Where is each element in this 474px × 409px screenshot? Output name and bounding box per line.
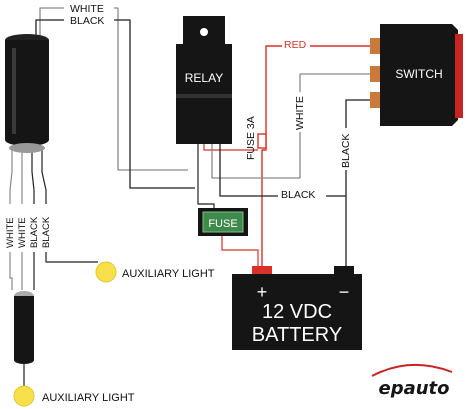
white-top-label: WHITE (70, 3, 104, 15)
fuse-box-label: FUSE (208, 218, 237, 230)
fuse-box (198, 208, 248, 236)
harness-white-2-label: WHITE (17, 217, 28, 248)
logo-text: epauto (378, 378, 449, 399)
fuse-3a-label: FUSE 3A (245, 116, 257, 160)
switch-terminal-2 (370, 66, 380, 82)
red-wire-relay (203, 144, 258, 151)
wires (9, 7, 370, 388)
relay-fuse-wire (197, 144, 215, 210)
harness-black-1-label: BLACK (29, 216, 40, 248)
battery-plus-sign: + (257, 282, 268, 302)
white-switch-wire (211, 73, 370, 179)
aux-light-1-bulb (95, 261, 117, 283)
battery-positive-terminal (252, 266, 272, 274)
harness-white-1-label: WHITE (5, 217, 16, 248)
inline-fuse (257, 133, 267, 149)
relay-label: RELAY (185, 71, 223, 85)
harness-wire-4 (41, 150, 98, 263)
battery-minus-sign: − (339, 282, 350, 302)
top-lamp (5, 34, 49, 153)
battery-name-label: BATTERY (252, 324, 342, 346)
battery-voltage-label: 12 VDC (262, 301, 332, 323)
aux-light-1-label: AUXILIARY LIGHT (122, 268, 215, 280)
switch-terminal-1 (370, 38, 380, 54)
labels: WHITE BLACK RELAY RED SWITCH FUSE 3A WHI… (4, 2, 443, 404)
relay (176, 16, 232, 144)
black-switch-label: BLACK (340, 134, 352, 168)
battery-negative-terminal (334, 266, 354, 274)
aux-light-2-bulb (13, 385, 35, 407)
white-top-wire (39, 7, 188, 171)
battery (232, 266, 362, 350)
red-wire-label: RED (284, 39, 307, 51)
relay-mount-hole (200, 28, 208, 36)
epauto-logo: epauto (371, 363, 453, 399)
aux-light-2-label: AUXILIARY LIGHT (42, 392, 135, 404)
white-switch-label: WHITE (294, 96, 306, 130)
switch-label: SWITCH (395, 67, 442, 81)
black-middle-label: BLACK (281, 189, 315, 201)
switch-terminal-3 (370, 92, 380, 108)
red-wire (261, 45, 370, 266)
lower-lamp (14, 291, 34, 364)
black-top-label: BLACK (70, 15, 104, 27)
rocker-switch (370, 24, 463, 126)
fuse-battery-wire (221, 236, 259, 266)
harness-black-2-label: BLACK (41, 216, 52, 248)
black-top-wire (35, 19, 195, 189)
black-switch-wire (345, 99, 370, 266)
